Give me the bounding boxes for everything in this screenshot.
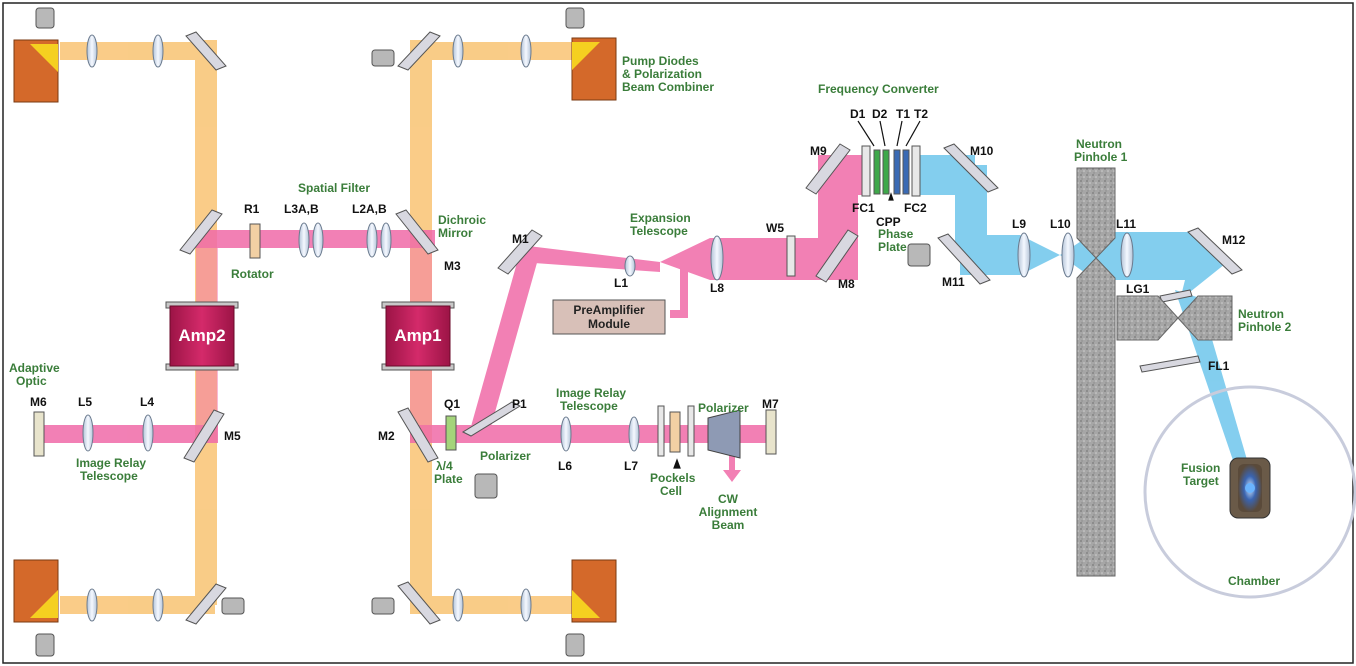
pump-diodes-label-2: & Polarization bbox=[622, 67, 702, 81]
cw-label-1: CW bbox=[718, 492, 739, 506]
label-l5: L5 bbox=[78, 395, 92, 409]
label-fc2: FC2 bbox=[904, 201, 927, 215]
label-m6: M6 bbox=[30, 395, 47, 409]
polarizer-prism bbox=[707, 409, 741, 459]
lenses bbox=[82, 34, 1134, 622]
label-l8: L8 bbox=[710, 281, 724, 295]
dichroic-label-2: Mirror bbox=[438, 226, 473, 240]
label-l7: L7 bbox=[624, 459, 638, 473]
pump-diode-top-left bbox=[13, 39, 59, 103]
pump-diode-bottom-left bbox=[13, 559, 59, 623]
phase-plate-label-2: Plate bbox=[878, 240, 907, 254]
label-m12: M12 bbox=[1222, 233, 1246, 247]
label-l1: L1 bbox=[614, 276, 628, 290]
label-m10: M10 bbox=[970, 144, 994, 158]
pump-diode-bottom-right bbox=[571, 559, 617, 623]
neutron-pinhole-2 bbox=[1116, 295, 1233, 341]
preamplifier-module: PreAmplifier Module bbox=[552, 299, 666, 335]
polarizer-left-label: Polarizer bbox=[480, 449, 531, 463]
preamp-label-1: PreAmplifier bbox=[573, 303, 645, 317]
quarter-wave-label-2: Plate bbox=[434, 472, 463, 486]
label-m9: M9 bbox=[810, 144, 827, 158]
fusion-target-label-1: Fusion bbox=[1181, 461, 1220, 475]
neutron-pinhole-2-label-2: Pinhole 2 bbox=[1238, 320, 1292, 334]
label-m2: M2 bbox=[378, 429, 395, 443]
pockels-cell-label-1: Pockels bbox=[650, 471, 696, 485]
neutron-pinhole-1 bbox=[1076, 167, 1116, 577]
amp2-label: Amp2 bbox=[178, 326, 225, 345]
image-relay-left-label-2: Telescope bbox=[80, 469, 138, 483]
image-relay-right-label-2: Telescope bbox=[560, 399, 618, 413]
label-p1: P1 bbox=[512, 397, 527, 411]
label-t2: T2 bbox=[914, 107, 928, 121]
label-l11: L11 bbox=[1116, 217, 1136, 231]
label-m1: M1 bbox=[512, 232, 529, 246]
label-fl1: FL1 bbox=[1208, 359, 1230, 373]
phase-plate-label-1: Phase bbox=[878, 227, 914, 241]
label-m11: M11 bbox=[942, 275, 965, 289]
label-d1: D1 bbox=[850, 107, 866, 121]
neutron-pinhole-2-label-1: Neutron bbox=[1238, 307, 1284, 321]
neutron-pinhole-1-label-2: Pinhole 1 bbox=[1074, 150, 1128, 164]
freq-converter-arrows bbox=[673, 120, 921, 469]
pump-diodes-label-1: Pump Diodes bbox=[622, 54, 699, 68]
cw-label-2: Alignment bbox=[699, 505, 758, 519]
polarizer-right-label: Polarizer bbox=[698, 401, 749, 415]
label-fc1: FC1 bbox=[852, 201, 875, 215]
label-l6: L6 bbox=[558, 459, 572, 473]
label-lg1: LG1 bbox=[1126, 282, 1150, 296]
label-cpp: CPP bbox=[876, 215, 901, 229]
amp1-label: Amp1 bbox=[394, 326, 441, 345]
neutron-pinhole-1-label-1: Neutron bbox=[1076, 137, 1122, 151]
amp1: Amp1 bbox=[381, 301, 455, 371]
label-m7: M7 bbox=[762, 397, 779, 411]
label-q1: Q1 bbox=[444, 397, 460, 411]
amp2: Amp2 bbox=[165, 301, 239, 371]
preamp-label-2: Module bbox=[588, 317, 630, 331]
label-t1: T1 bbox=[896, 107, 910, 121]
image-relay-left-label-1: Image Relay bbox=[76, 456, 146, 470]
label-d2: D2 bbox=[872, 107, 888, 121]
fusion-target-label-2: Target bbox=[1183, 474, 1219, 488]
label-m3: M3 bbox=[444, 259, 461, 273]
expansion-label-2: Telescope bbox=[630, 224, 688, 238]
rotator-label: Rotator bbox=[231, 267, 274, 281]
adaptive-optic-label-1: Adaptive bbox=[9, 361, 60, 375]
expansion-label-1: Expansion bbox=[630, 211, 691, 225]
component-labels: R1 L3A,B L2A,B M3 M1 L1 L8 W5 M8 M9 M10 … bbox=[30, 107, 1246, 473]
label-m8: M8 bbox=[838, 277, 855, 291]
label-l3ab: L3A,B bbox=[284, 202, 319, 216]
frequency-converter-label: Frequency Converter bbox=[818, 82, 939, 96]
adaptive-optic-label-2: Optic bbox=[16, 374, 47, 388]
fusion-target bbox=[1229, 457, 1271, 519]
chamber-ring bbox=[1143, 385, 1356, 599]
pump-diode-top-right bbox=[571, 37, 617, 101]
label-l9: L9 bbox=[1012, 217, 1026, 231]
quarter-wave-label-1: λ/4 bbox=[436, 459, 453, 473]
pockels-cell-label-2: Cell bbox=[660, 484, 682, 498]
label-l10: L10 bbox=[1050, 217, 1071, 231]
mirrors bbox=[179, 31, 1243, 625]
cw-label-3: Beam bbox=[712, 518, 745, 532]
spatial-filter-label: Spatial Filter bbox=[298, 181, 370, 195]
pump-diodes-label-3: Beam Combiner bbox=[622, 80, 714, 94]
label-m5: M5 bbox=[224, 429, 241, 443]
dichroic-label-1: Dichroic bbox=[438, 213, 486, 227]
label-r1: R1 bbox=[244, 202, 260, 216]
green-labels: Pump Diodes & Polarization Beam Combiner… bbox=[9, 54, 1292, 588]
camera-icons bbox=[35, 7, 931, 657]
label-l4: L4 bbox=[140, 395, 154, 409]
chamber-label: Chamber bbox=[1228, 574, 1280, 588]
uv-beams bbox=[915, 155, 1250, 475]
label-l2ab: L2A,B bbox=[352, 202, 387, 216]
label-w5: W5 bbox=[766, 221, 784, 235]
image-relay-right-label-1: Image Relay bbox=[556, 386, 626, 400]
